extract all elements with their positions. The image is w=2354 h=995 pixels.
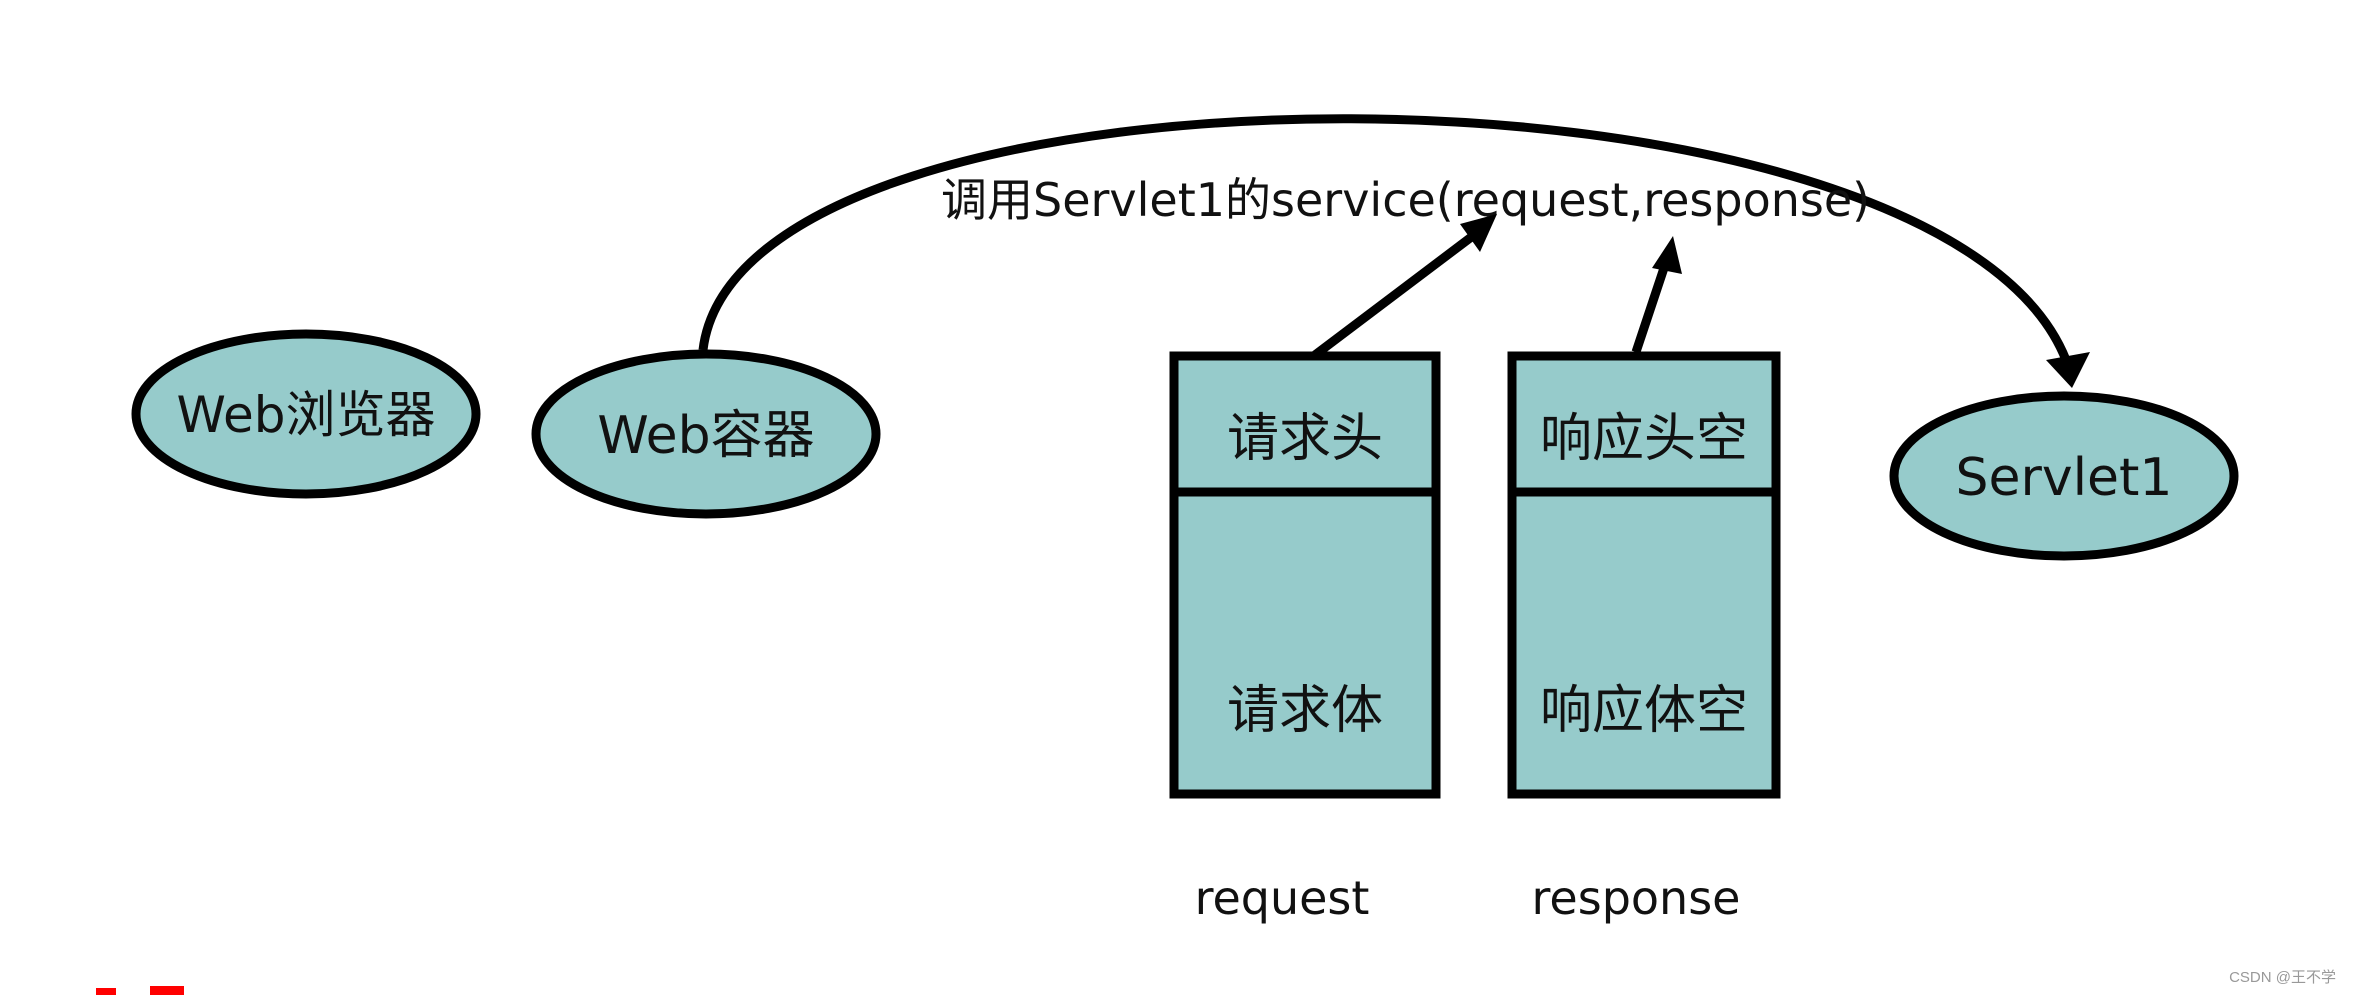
servlet1-label: Servlet1 (1955, 448, 2172, 508)
request-header-label: 请求头 (1227, 409, 1383, 469)
response-box: 响应头空 响应体空 (1507, 351, 1781, 799)
request-body-label: 请求体 (1227, 681, 1383, 741)
response-arrowhead (1652, 236, 1682, 274)
cropped-red-text-fragment (96, 986, 184, 995)
request-arrowhead (1460, 214, 1497, 252)
request-caption: request (1195, 871, 1370, 925)
response-arrow (1631, 260, 1671, 354)
response-header-label: 响应头空 (1540, 409, 1748, 469)
web-browser-label: Web浏览器 (176, 386, 435, 444)
request-arrow (1312, 228, 1481, 359)
web-container-node: Web容器 (531, 349, 881, 519)
servlet1-node: Servlet1 (1889, 391, 2239, 561)
web-container-label: Web容器 (597, 406, 814, 466)
response-caption: response (1532, 871, 1741, 925)
call-arc (698, 114, 2071, 362)
request-box: 请求头 请求体 (1169, 351, 1441, 799)
watermark: CSDN @王不学 (2229, 969, 2336, 986)
call-arrowhead (2046, 352, 2090, 388)
web-browser-node: Web浏览器 (131, 329, 481, 499)
response-body-label: 响应体空 (1540, 681, 1748, 741)
call-label: 调用Servlet1的service(request,response) (941, 173, 1870, 227)
